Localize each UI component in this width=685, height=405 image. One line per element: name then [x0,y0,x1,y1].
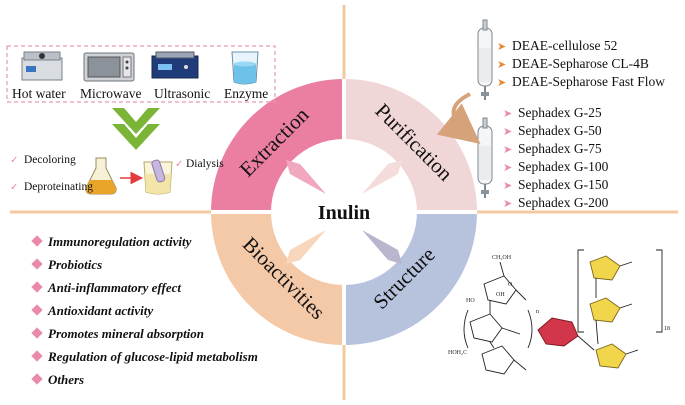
arrow-to-extraction [290,164,326,194]
column2-list: ➤ Sephadex G-25 ➤ Sephadex G-50 ➤ Sephad… [503,105,609,210]
enzyme-beaker-icon [231,51,259,85]
structure-quadrant [344,212,477,345]
bioactivity-item: Regulation of glucose-lipid metabolism [47,349,258,364]
quadrant-ring [211,79,477,345]
bullet-arrow-icon: ➤ [497,58,506,71]
bioactivity-item: Others [48,372,84,387]
column1-item: DEAE-Sepharose CL-4B [512,56,649,71]
bullet-arrow-icon: ➤ [503,107,512,120]
bioactivity-item: Immunoregulation activity [47,234,192,249]
check-icon: ✓ [175,159,183,170]
diamond-bullet-icon [31,281,43,293]
inulin-chemical-structure [463,249,663,375]
chromatography-column-icon [477,19,493,100]
structure-labels: CH₂OH OH O HOH₂C HO n 18 [448,255,670,356]
method-enzyme: Enzyme [224,86,268,101]
bullet-arrow-icon: ➤ [503,197,512,210]
bullet-arrow-icon: ➤ [497,76,506,89]
bioactivity-item: Antioxidant activity [47,303,153,318]
svg-text:CH₂OH: CH₂OH [492,255,512,261]
bioactivity-item: Anti-inflammatory effect [47,280,181,295]
svg-text:HOH₂C: HOH₂C [448,350,467,356]
svg-text:OH: OH [496,292,505,298]
ultrasonic-icon [151,51,199,79]
column2-item: Sephadex G-150 [518,177,609,192]
diamond-bullet-icon [31,350,43,362]
svg-text:18: 18 [664,326,670,332]
svg-text:HO: HO [466,298,475,304]
step-dialysis: Dialysis [186,158,224,170]
check-icon: ✓ [10,155,18,166]
chevron-down-icon [112,108,160,150]
step-decoloring: Decoloring [24,154,76,166]
svg-text:O: O [508,282,513,288]
microwave-icon [83,52,135,82]
extraction-quadrant [211,79,344,212]
bioactivity-item: Promotes mineral absorption [48,326,204,341]
column2-item: Sephadex G-100 [518,159,609,174]
bioactivity-item: Probiotics [48,257,102,272]
bullet-arrow-icon: ➤ [503,125,512,138]
arrow-to-bioactivities [290,230,326,260]
svg-text:n: n [536,309,539,315]
extraction-methods-box [6,45,276,103]
column2-item: Sephadex G-25 [518,105,602,120]
check-icon: ✓ [10,182,18,193]
bullet-arrow-icon: ➤ [503,161,512,174]
purification-quadrant [344,79,477,212]
diamond-bullet-icon [31,327,43,339]
column2-item: Sephadex G-50 [518,123,602,138]
arrow-to-purification [362,164,398,194]
diamond-bullet-icon [31,258,43,270]
method-hot-water: Hot water [12,86,66,101]
column1-item: DEAE-Sepharose Fast Flow [512,74,665,89]
column1-list: ➤ DEAE-cellulose 52 ➤ DEAE-Sepharose CL-… [497,38,665,89]
chromatography-column-icon [477,117,493,198]
bioactivities-quadrant [211,212,344,345]
diamond-bullet-icon [31,235,43,247]
arrow-to-structure [362,230,398,260]
diamond-bullet-icon [31,373,43,385]
purification-flow-arrow [436,92,481,145]
bioactivities-list: Immunoregulation activity Probiotics Ant… [31,234,258,387]
column2-item: Sephadex G-200 [518,195,609,210]
method-microwave: Microwave [80,86,141,101]
flask-icon [85,157,117,195]
hot-water-icon [21,51,63,81]
bullet-arrow-icon: ➤ [503,179,512,192]
bullet-arrow-icon: ➤ [503,143,512,156]
column1-item: DEAE-cellulose 52 [512,38,617,53]
dialysis-beaker-icon [143,159,173,195]
column2-item: Sephadex G-75 [518,141,602,156]
bullet-arrow-icon: ➤ [497,40,506,53]
diamond-bullet-icon [31,304,43,316]
method-ultrasonic: Ultrasonic [154,86,210,101]
center-label: Inulin [318,202,370,224]
step-deproteinating: Deproteinating [24,181,93,193]
